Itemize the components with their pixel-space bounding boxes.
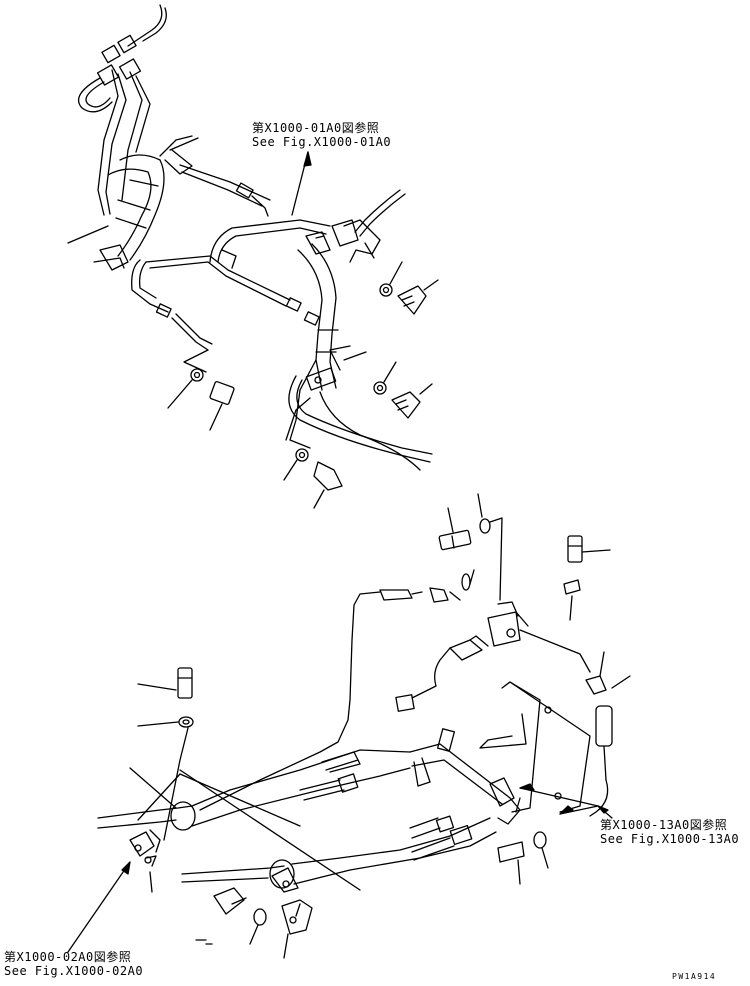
right-reference-en: See Fig.X1000-13A0 (600, 832, 740, 846)
top-reference-label: 第X1000-01A0図参照 See Fig.X1000-01A0 (252, 121, 391, 149)
right-reference-label: 第X1000-13A0図参照 See Fig.X1000-13A0 (600, 818, 739, 846)
bottom-reference-en: See Fig.X1000-02A0 (4, 964, 144, 978)
upper-harness-assembly (67, 4, 433, 471)
top-reference-en: See Fig.X1000-01A0 (252, 135, 392, 149)
right-reference-jp: 第X1000-13A0図参照 (600, 818, 728, 832)
bottom-reference-label: 第X1000-02A0図参照 See Fig.X1000-02A0 (4, 950, 143, 978)
upper-washer-bolt-set (167, 261, 439, 509)
lower-valve-bracket-assembly (67, 493, 631, 959)
top-reference-jp: 第X1000-01A0図参照 (252, 121, 380, 135)
drawing-code: PW1A914 (672, 972, 717, 981)
bottom-reference-jp: 第X1000-02A0図参照 (4, 950, 132, 964)
